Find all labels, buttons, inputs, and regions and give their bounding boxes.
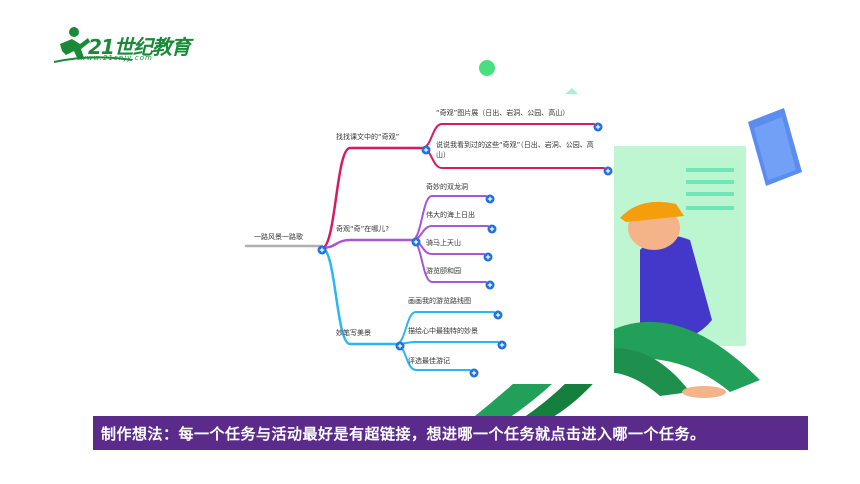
brand-url: www.21cnjy.com xyxy=(80,54,153,62)
mind-map-root[interactable]: 一路风景一路歌 xyxy=(254,233,303,241)
sitting-person-icon xyxy=(600,201,760,398)
branch-write-scenery[interactable]: 妙笔写美景 xyxy=(336,329,371,337)
caption-bar: 制作想法：每一个任务与活动最好是有超链接，想进哪一个任务就点击进入哪一个任务。 xyxy=(93,416,808,450)
expand-button-icon[interactable] xyxy=(483,252,493,262)
node-sunrise-at-sea[interactable]: 伟大的海上日出 xyxy=(426,211,475,219)
child-connector xyxy=(395,341,499,345)
expand-button-icon[interactable] xyxy=(411,237,421,247)
node-double-dragon-cave[interactable]: 奇妙的双龙洞 xyxy=(426,183,468,191)
branch-connector xyxy=(320,238,414,250)
runner-logo-icon xyxy=(53,27,133,63)
mind-map: 一路风景一路歌 找找课文中的“奇观” “奇观”图片展（日出、岩洞、公园、高山） … xyxy=(236,94,614,384)
expand-button-icon[interactable] xyxy=(487,224,497,234)
branch-connector xyxy=(320,146,424,250)
expand-button-icon[interactable] xyxy=(603,166,613,176)
expand-button-icon[interactable] xyxy=(421,145,431,155)
node-talk-wonders-seen[interactable]: 说说我看到过的这些“奇观”（日出、岩洞、公园、高山） xyxy=(436,141,594,159)
caption-text: 制作想法：每一个任务与活动最好是有超链接，想进哪一个任务就点击进入哪一个任务。 xyxy=(101,424,706,443)
expand-button-icon[interactable] xyxy=(493,310,503,320)
node-best-travelogue[interactable]: 评选最佳游记 xyxy=(408,357,450,365)
node-describe-unique-scene[interactable]: 描绘心中最独特的妙景 xyxy=(408,327,478,335)
expand-button-icon[interactable] xyxy=(395,341,405,351)
node-summer-palace[interactable]: 游览颐和园 xyxy=(426,267,461,275)
node-wonder-photo-show[interactable]: “奇观”图片展（日出、岩洞、公园、高山） xyxy=(436,109,570,117)
branch-where-wonderful[interactable]: 奇观“奇”在哪儿? xyxy=(336,225,389,233)
expand-button-icon[interactable] xyxy=(485,280,495,290)
node-ride-to-tianshan[interactable]: 骑马上天山 xyxy=(426,239,461,247)
mind-map-connectors xyxy=(244,122,613,378)
document-icon xyxy=(748,108,802,186)
branch-connector xyxy=(320,246,398,346)
brand-name: 21世纪教育 xyxy=(88,35,191,59)
expand-button-icon[interactable] xyxy=(317,245,327,255)
expand-button-icon[interactable] xyxy=(497,340,507,350)
branch-find-wonders[interactable]: 找找课文中的“奇观” xyxy=(336,133,400,141)
green-dot-icon xyxy=(479,60,495,76)
expand-button-icon[interactable] xyxy=(485,194,495,204)
node-draw-route-map[interactable]: 画画我的游览路线图 xyxy=(408,297,471,305)
expand-button-icon[interactable] xyxy=(593,122,603,132)
expand-button-icon[interactable] xyxy=(469,368,479,378)
